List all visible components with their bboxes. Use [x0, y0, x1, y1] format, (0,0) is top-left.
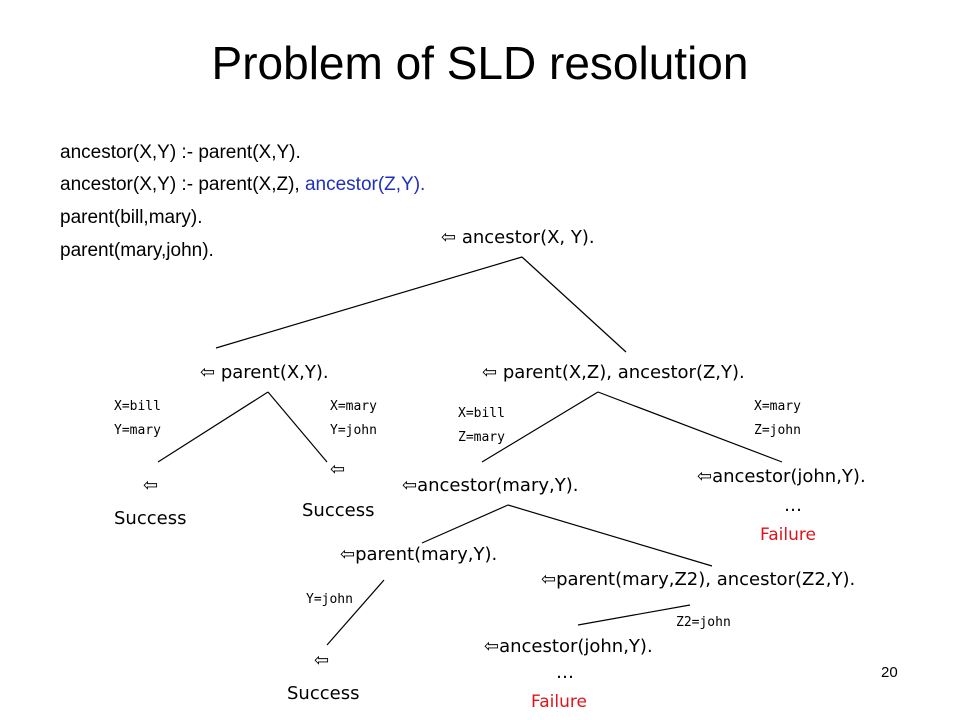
substitution-label: Z=john: [754, 423, 801, 438]
edge-ancmary-parentmary: [421, 504, 509, 544]
program-line-2: ancestor(X,Y) :- parent(X,Z), ancestor(Z…: [60, 175, 425, 194]
arrow-icon: ⇦: [402, 475, 418, 496]
program-line-1: ancestor(X,Y) :- parent(X,Y).: [60, 142, 301, 163]
arrow-icon: ⇦: [697, 466, 713, 487]
program-line-2-recursive-goal: ancestor(Z,Y).: [304, 174, 426, 195]
edge-parentmary-success3: [326, 579, 385, 646]
goal-parent-xy: ⇦ parent(X,Y).: [200, 362, 329, 383]
edge-root-right: [521, 256, 627, 353]
arrow-icon: ⇦: [200, 362, 216, 383]
edge-left-success2: [267, 391, 328, 463]
goal-ancestor-john-y-bottom: ⇦ancestor(john,Y).: [484, 636, 653, 657]
substitution-label: Y=mary: [114, 423, 161, 438]
substitution-label: X=bill: [114, 399, 161, 414]
arrow-icon: ⇦: [340, 544, 356, 565]
failure-label: Failure: [531, 692, 587, 712]
edge-right-ancjohn: [597, 391, 783, 463]
failure-label: Failure: [760, 525, 816, 545]
empty-goal: ⇦: [143, 477, 158, 495]
substitution-label: Z2=john: [676, 615, 731, 630]
goal-root: ⇦ ancestor(X, Y).: [441, 227, 595, 248]
arrow-icon: ⇦: [330, 459, 346, 480]
substitution-label: Y=john: [330, 423, 377, 438]
slide-title: Problem of SLD resolution: [211, 37, 749, 89]
goal-parent-mary-z2-ancestor-z2-y: ⇦parent(mary,Z2), ancestor(Z2,Y).: [541, 569, 856, 590]
success-label: Success: [287, 683, 360, 704]
success-label: Success: [302, 500, 375, 521]
substitution-label: X=mary: [754, 399, 801, 414]
ellipsis: …: [784, 495, 802, 516]
substitution-label: Y=john: [306, 592, 353, 607]
program-line-4: parent(mary,john).: [60, 240, 214, 261]
arrow-icon: ⇦: [484, 636, 500, 657]
arrow-icon: ⇦: [314, 650, 330, 671]
empty-goal: ⇦: [330, 461, 345, 479]
goal-parent-mary-y: ⇦parent(mary,Y).: [340, 544, 498, 565]
edge-ancmary-parentz2: [507, 504, 713, 567]
goal-ancestor-john-y: ⇦ancestor(john,Y).: [697, 466, 866, 487]
substitution-label: X=bill: [458, 406, 505, 421]
goal-parent-xz-ancestor-zy: ⇦ parent(X,Z), ancestor(Z,Y).: [482, 362, 745, 383]
success-label: Success: [114, 508, 187, 529]
empty-goal: ⇦: [314, 652, 329, 670]
substitution-label: Z=mary: [458, 430, 505, 445]
arrow-icon: ⇦: [482, 362, 498, 383]
edge-left-success1: [157, 391, 269, 463]
arrow-icon: ⇦: [541, 569, 557, 590]
edge-right-ancmary: [481, 391, 599, 463]
page-number: 20: [881, 664, 898, 681]
arrow-icon: ⇦: [441, 227, 457, 248]
arrow-icon: ⇦: [143, 475, 159, 496]
ellipsis: …: [556, 662, 574, 683]
edge-root-left: [215, 256, 523, 349]
program-line-2-head: ancestor(X,Y) :- parent(X,Z),: [60, 174, 305, 195]
substitution-label: X=mary: [330, 399, 377, 414]
goal-ancestor-mary-y: ⇦ancestor(mary,Y).: [402, 475, 579, 496]
program-line-3: parent(bill,mary).: [60, 207, 203, 228]
edge-parentz2-ancjohn: [577, 604, 691, 626]
